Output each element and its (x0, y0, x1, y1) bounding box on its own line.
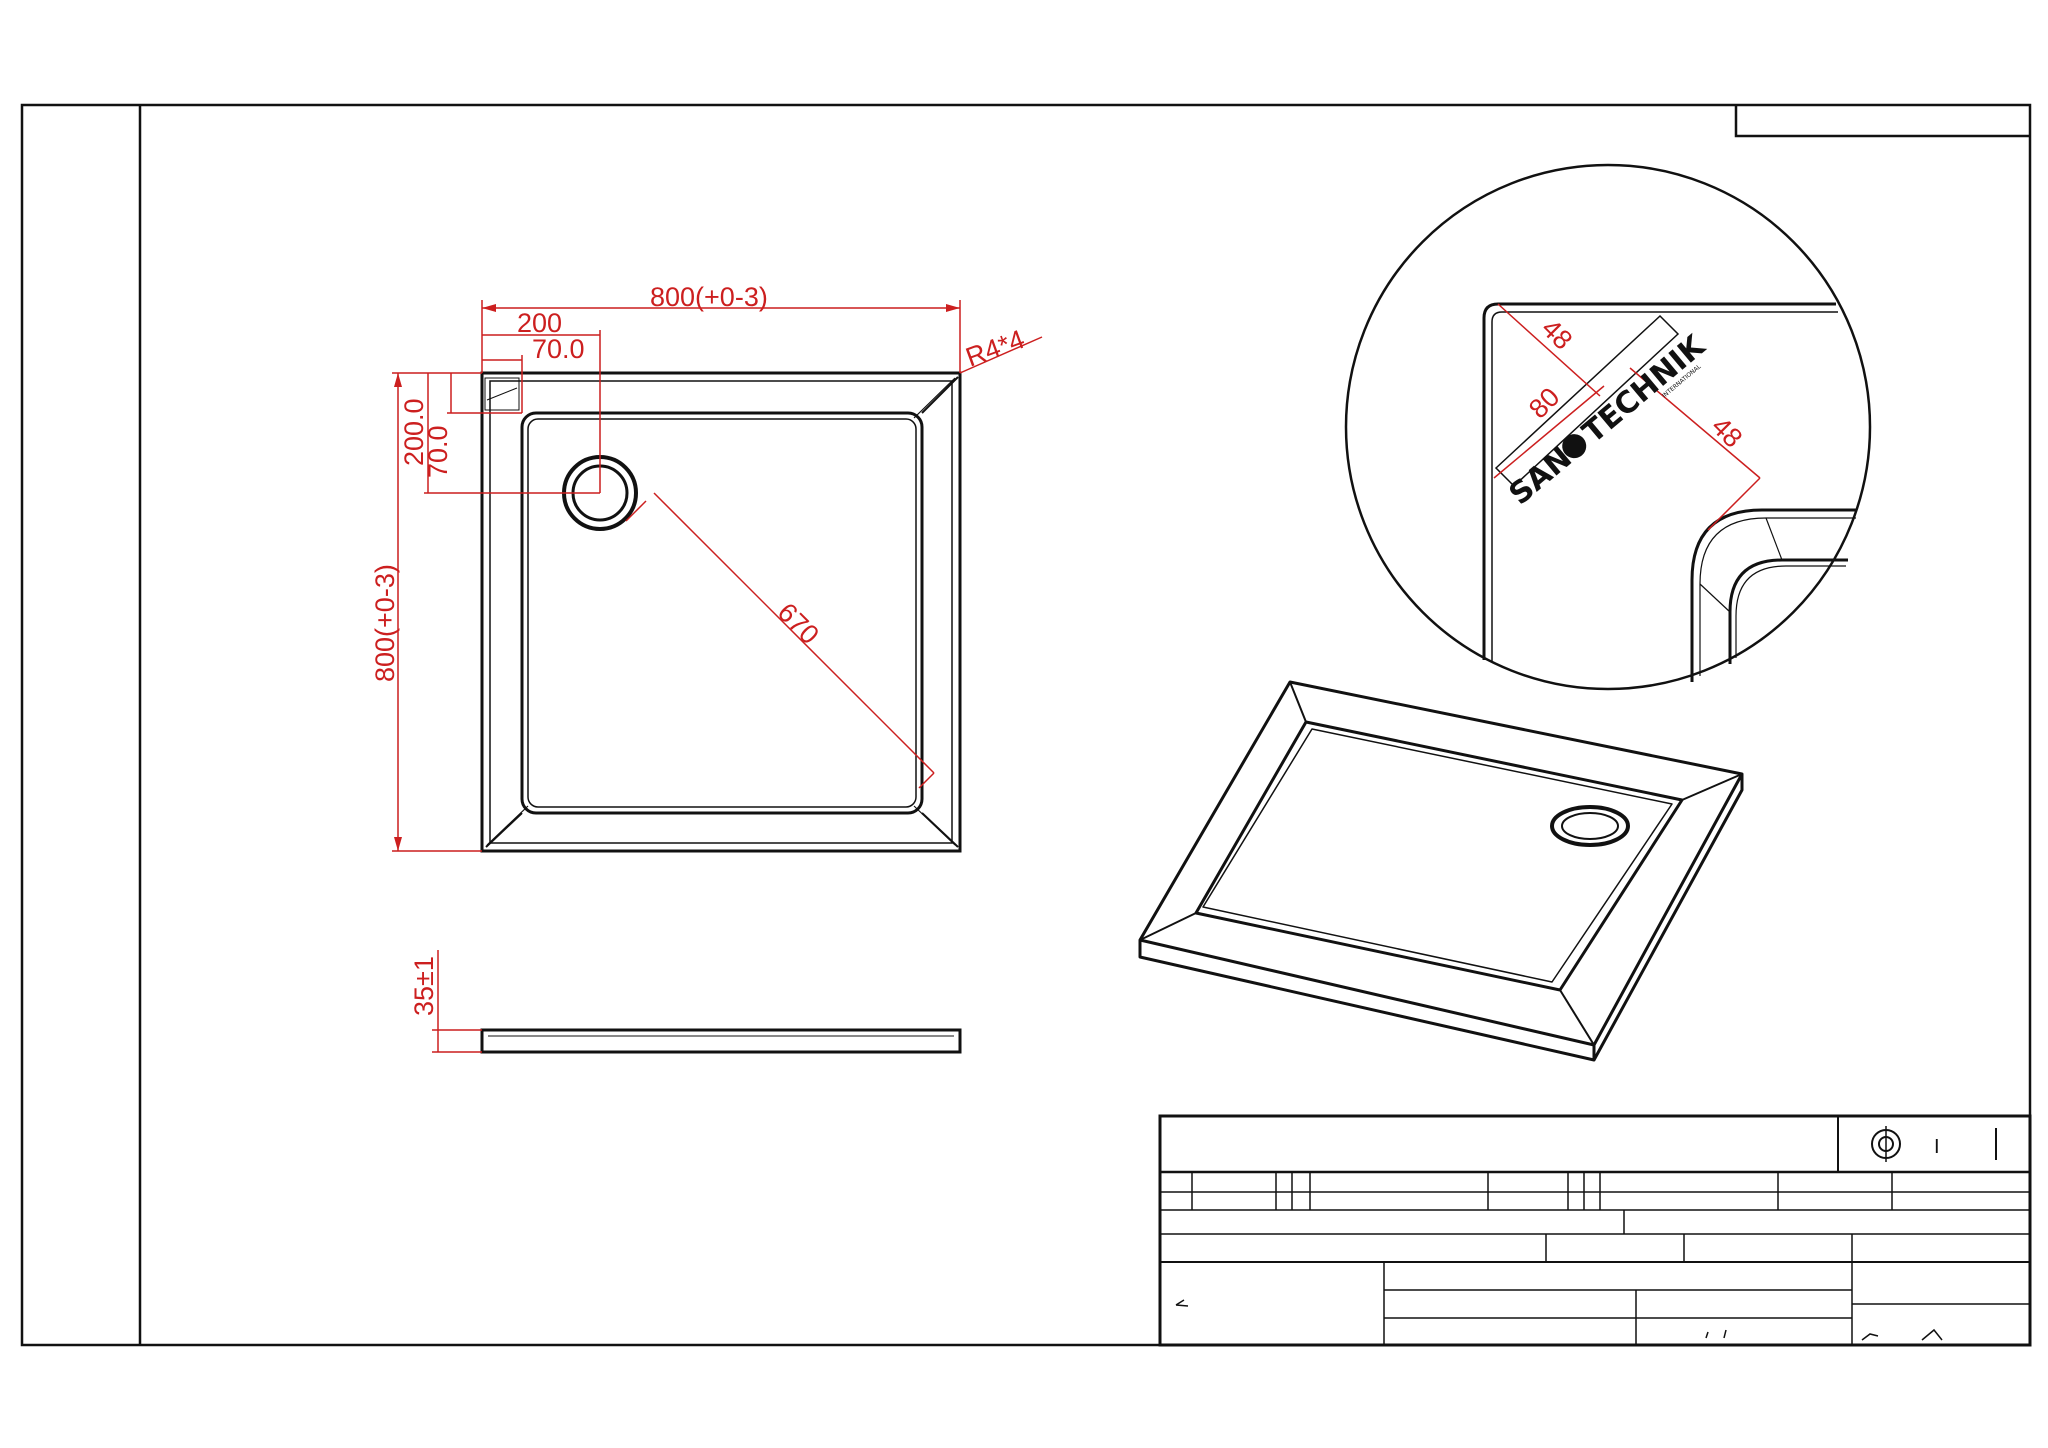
drain-edge-y-label: 70.0 (423, 425, 453, 478)
width-label: 800(+0-3) (650, 282, 768, 312)
globe-icon (1562, 434, 1587, 459)
logo-frame (1494, 314, 1680, 488)
depth-label: 800(+0-3) (370, 564, 400, 682)
detail-basin-corner (1690, 508, 1856, 682)
tray-side-profile (480, 1028, 962, 1054)
detail-view (1344, 163, 1872, 691)
tray-rim-inner (489, 380, 953, 844)
side-view (480, 1028, 962, 1054)
revision-mark: I (1934, 1136, 1940, 1158)
logo-mark-small (484, 377, 520, 411)
detail-rim-inner (1491, 311, 1838, 662)
detail-dim-48-b: 48 (1706, 411, 1748, 453)
diagonal-label: 670 (772, 597, 825, 650)
height-label: 35±1 (409, 956, 439, 1016)
basin-inner (527, 418, 917, 808)
detail-rim-outer (1482, 302, 1836, 660)
iso-drain-outer (1550, 805, 1630, 847)
sanotechnik-logo: SAN TECHNIK INTERNATIONAL (1503, 328, 1713, 513)
detail-dim-80: 80 (1523, 382, 1565, 424)
iso-drain-inner (1561, 812, 1619, 840)
top-view-dimensions (392, 300, 1043, 852)
top-view (480, 371, 962, 853)
basin-outer (520, 411, 924, 815)
detail-circle (1344, 163, 1872, 691)
detail-dim-48-a: 48 (1536, 313, 1578, 355)
tray-outline (480, 371, 962, 853)
iso-basin (1194, 720, 1684, 992)
top-view-arrows (394, 304, 960, 851)
drain-offset-y-label: 200.0 (399, 398, 429, 466)
logo-text-right: TECHNIK (1576, 328, 1713, 451)
title-block (1158, 1114, 2032, 1347)
drain-offset-x-label: 200 (517, 308, 562, 338)
iso-front-face (1138, 940, 1596, 1062)
isometric-view (1138, 680, 1744, 1062)
detail-view-dimensions (1493, 303, 1761, 531)
side-view-dimensions (432, 950, 482, 1053)
drawing-frame (20, 103, 2032, 1347)
drain-edge-x-label: 70.0 (532, 334, 585, 364)
corner-radius-label: R4*4 (962, 324, 1029, 373)
